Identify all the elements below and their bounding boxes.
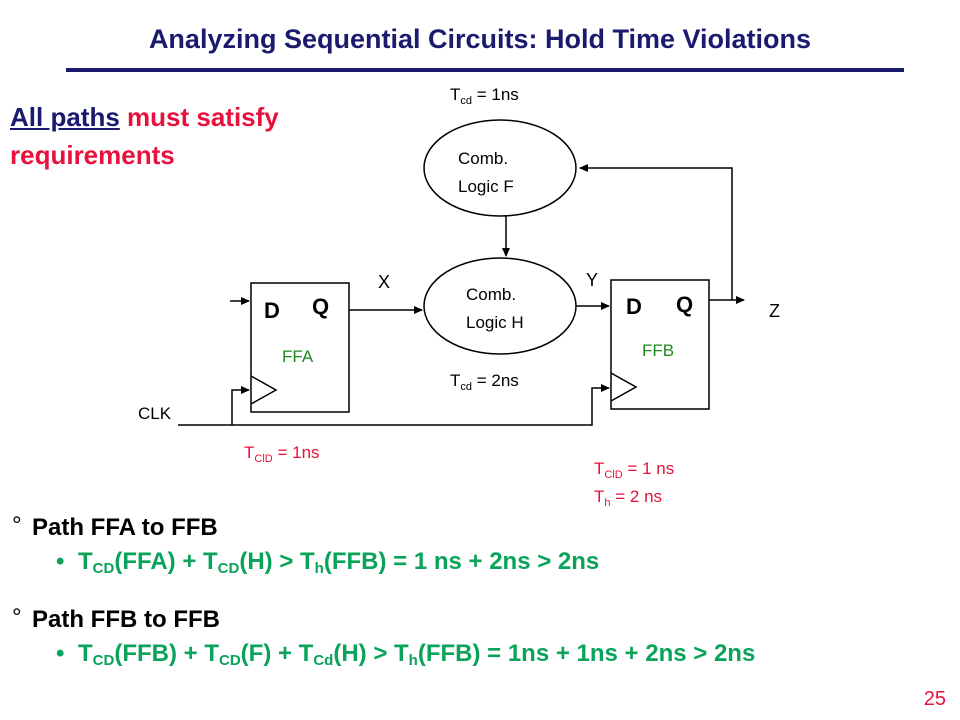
bullet-1-formula: TCD(FFA) + TCD(H) > Th(FFB) = 1 ns + 2ns…	[78, 548, 599, 577]
bullet-2-dot: •	[56, 640, 65, 667]
wire-clk-ffa	[231, 386, 250, 425]
ffb-tclq: TClD = 1 ns	[594, 459, 674, 481]
ffb-d-label: D	[626, 294, 642, 319]
ffa-box	[250, 282, 350, 413]
bullet-1-marker: °	[12, 512, 22, 539]
ffa-d-label: D	[264, 298, 280, 323]
ffb-tclq-t: T	[594, 459, 604, 478]
comb-h-tcd-value: = 2ns	[472, 371, 519, 390]
ffb-q-label: Q	[676, 292, 693, 317]
bullet-1-dot: •	[56, 548, 65, 575]
requirements-word: requirements	[10, 140, 175, 170]
bullet-2-heading: Path FFB to FFB	[32, 606, 220, 633]
ffb-th-t: T	[594, 487, 604, 506]
comb-logic-h-ellipse	[423, 257, 577, 355]
formula-subscript: CD	[92, 652, 115, 669]
ffb-th-value: = 2 ns	[611, 487, 663, 506]
signal-z-label: Z	[769, 301, 780, 321]
comb-h-tcd-t: T	[450, 371, 460, 390]
formula-text: (FFB) + T	[114, 640, 219, 667]
circuit-diagram: Comb. Logic F Tcd = 1ns Comb. Logic H Tc…	[138, 85, 780, 509]
comb-h-tcd: Tcd = 2ns	[450, 371, 519, 393]
ffa-tclq-t: T	[244, 443, 254, 462]
page-number: 25	[923, 688, 946, 710]
bullet-2-formula: TCD(FFB) + TCD(F) + TCd(H) > Th(FFB) = 1…	[78, 640, 755, 669]
comb-logic-f-ellipse	[423, 119, 577, 217]
bullet-1-heading: Path FFA to FFB	[32, 514, 218, 541]
comb-f-tcd-sub: cd	[460, 95, 472, 107]
ffb-tclq-value: = 1 ns	[623, 459, 675, 478]
wire-feedback-to-f	[579, 164, 733, 300]
formula-text: T	[78, 640, 93, 667]
formula-text: (FFA) + T	[114, 548, 218, 575]
ffb-clock-triangle	[610, 372, 638, 402]
formula-subscript: CD	[92, 560, 115, 577]
formula-text: T	[78, 548, 93, 575]
clk-label: CLK	[138, 404, 172, 423]
formula-subscript: Cd	[313, 652, 334, 669]
comb-f-line2: Logic F	[458, 177, 514, 196]
ffa-tclq-value: = 1ns	[273, 443, 320, 462]
signal-x-label: X	[378, 272, 390, 292]
formula-text: (F) + T	[240, 640, 314, 667]
comb-f-tcd: Tcd = 1ns	[450, 85, 519, 107]
ffa-tclq-sub: ClD	[254, 453, 272, 465]
comb-f-tcd-value: = 1ns	[472, 85, 519, 104]
bullet-2-marker: °	[12, 604, 22, 631]
formula-text: (H) > T	[239, 548, 315, 575]
ffb-tclq-sub: ClD	[604, 469, 622, 481]
comb-h-tcd-sub: cd	[460, 381, 472, 393]
ffa-tclq: TClD = 1ns	[244, 443, 320, 465]
comb-f-tcd-t: T	[450, 85, 460, 104]
comb-h-line1: Comb.	[466, 285, 516, 304]
formula-subscript: h	[314, 560, 324, 577]
must-satisfy-text: must satisfy	[119, 102, 279, 132]
signal-y-label: Y	[586, 270, 598, 290]
comb-h-line2: Logic H	[466, 313, 524, 332]
formula-subscript: CD	[217, 560, 240, 577]
wire-clk	[178, 384, 610, 426]
formula-text: (H) > T	[333, 640, 409, 667]
comb-f-line1: Comb.	[458, 149, 508, 168]
ffa-clock-triangle	[250, 375, 278, 405]
ffb-th-sub: h	[604, 497, 610, 509]
ffb-box	[610, 279, 710, 410]
all-paths-text: All paths	[10, 102, 120, 132]
formula-text: (FFB) = 1ns + 1ns + 2ns > 2ns	[417, 640, 756, 667]
formula-subscript: CD	[219, 652, 241, 669]
title-underline	[66, 68, 904, 72]
ffb-th: Th = 2 ns	[594, 487, 662, 509]
ffa-q-label: Q	[312, 294, 329, 319]
requirements-text: All paths must satisfy requirements	[10, 98, 279, 174]
ffa-name: FFA	[282, 347, 314, 366]
formula-subscript: h	[408, 652, 418, 669]
formula-text: (FFB) = 1 ns + 2ns > 2ns	[323, 548, 600, 575]
slide-title: Analyzing Sequential Circuits: Hold Time…	[148, 24, 812, 54]
ffb-name: FFB	[642, 341, 674, 360]
